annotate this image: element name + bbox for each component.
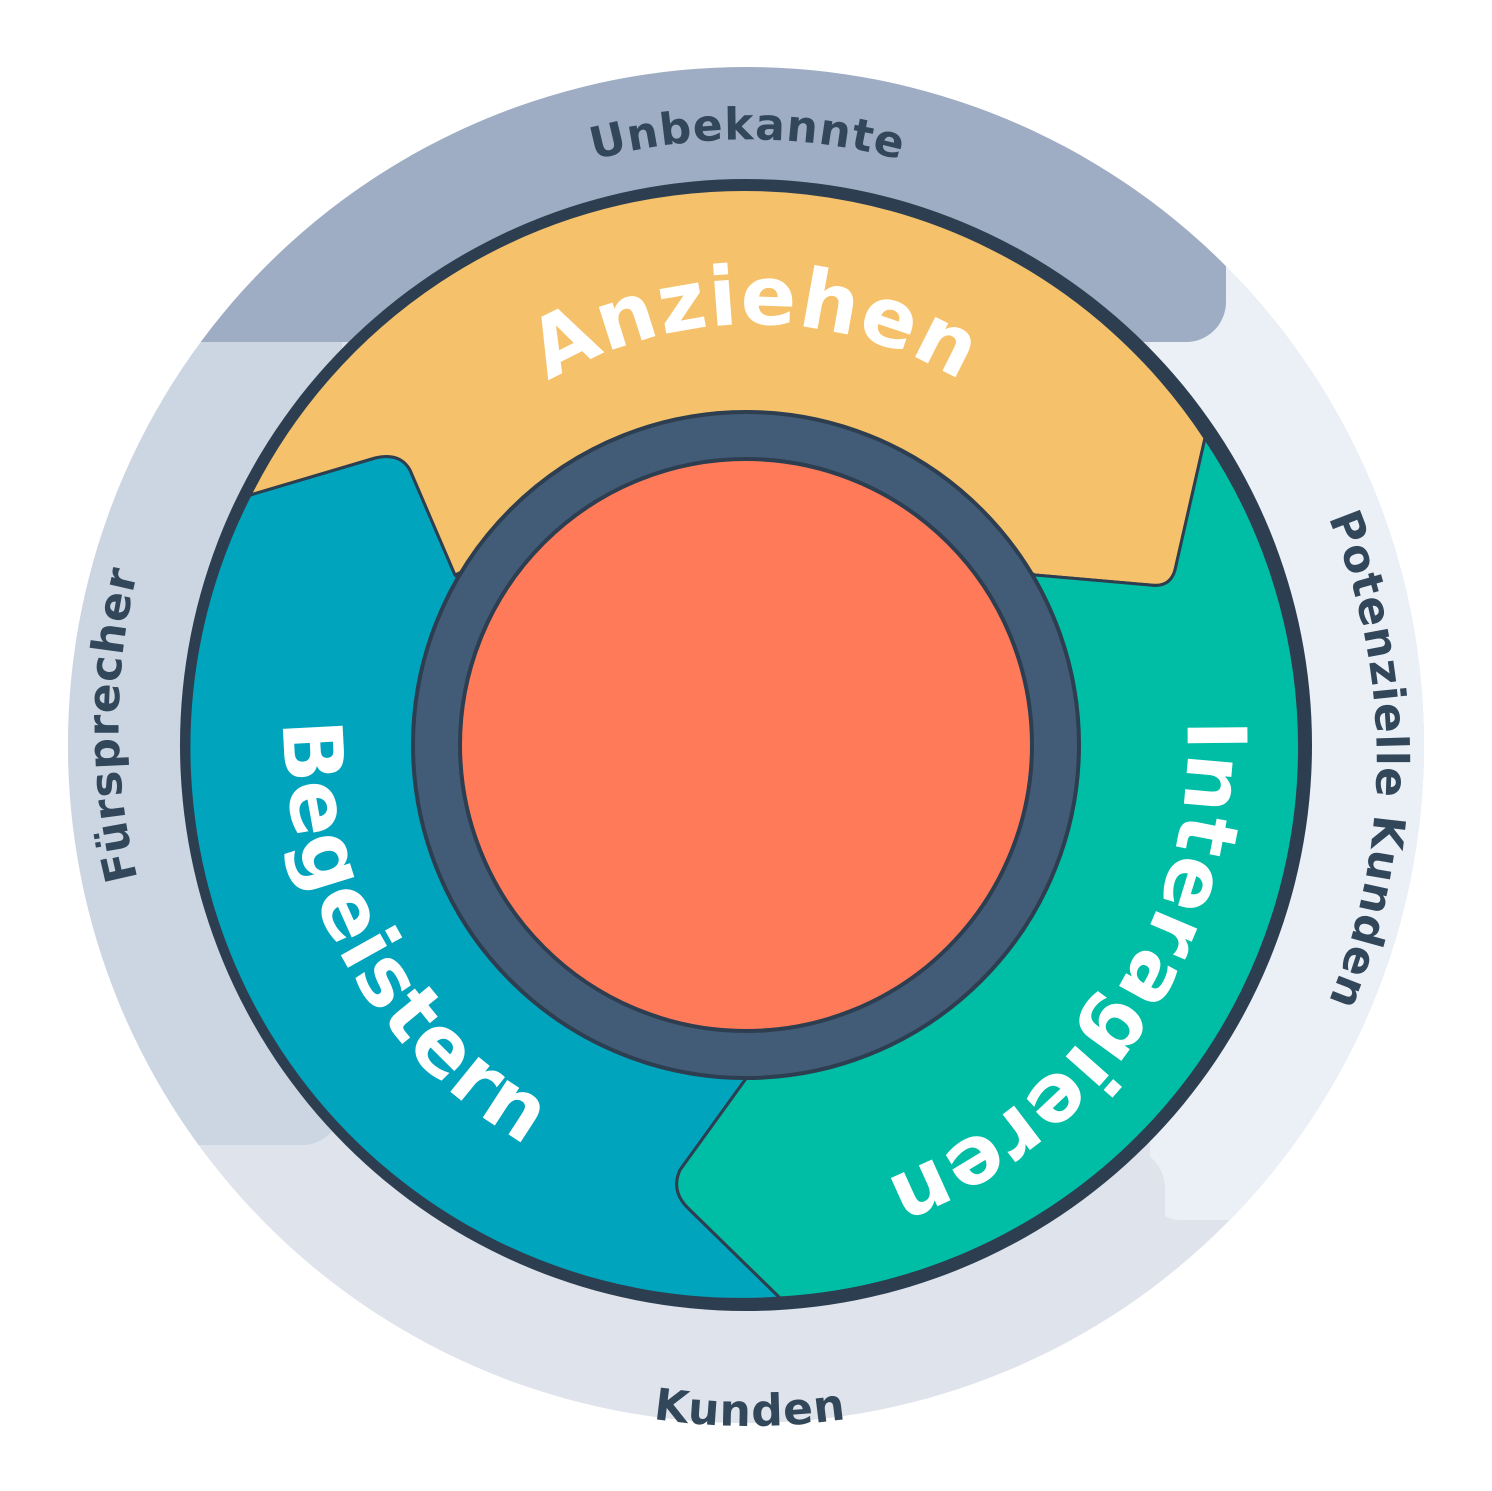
outer-label-bottom: Kunden xyxy=(652,1379,849,1437)
hub-center xyxy=(458,457,1034,1033)
